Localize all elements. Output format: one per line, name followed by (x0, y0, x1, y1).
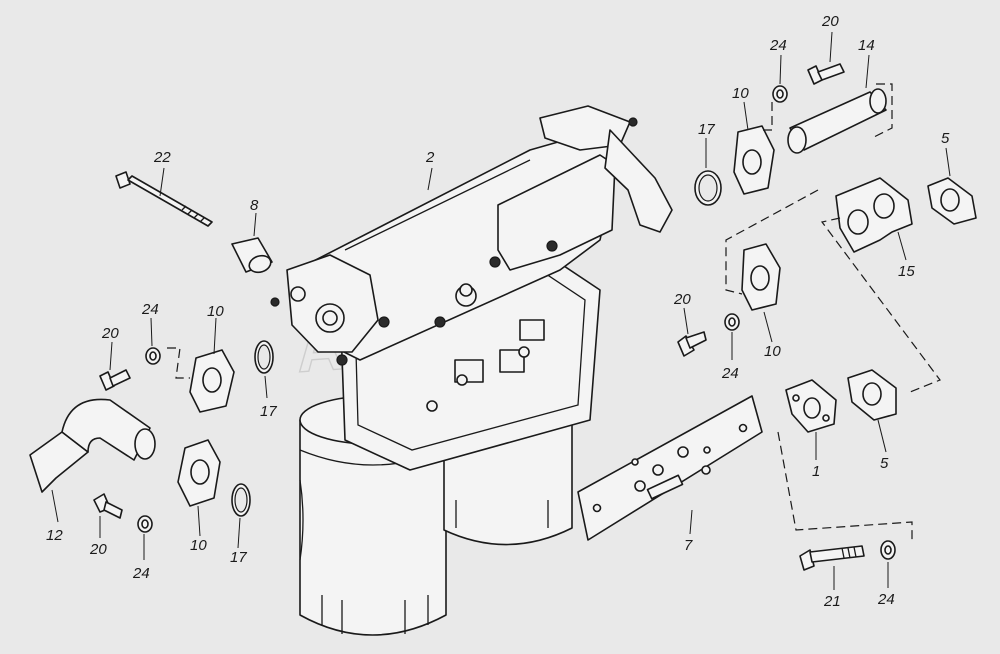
upper-right-fittings (677, 63, 977, 571)
callout-24-bottom: 24 (877, 591, 895, 608)
callout-24-top: 24 (769, 37, 787, 54)
callout-17-left-lower: 17 (230, 549, 247, 566)
callout-leaders (51, 31, 951, 590)
callout-5-lower: 5 (880, 455, 889, 472)
callout-10-left-upper: 10 (207, 303, 224, 320)
flange-gasket-7 (577, 395, 763, 541)
callout-24-mid: 24 (721, 365, 739, 382)
callout-20-left-upper: 20 (101, 325, 119, 342)
callout-8: 8 (250, 197, 259, 214)
callout-24-left-lower: 24 (132, 565, 150, 582)
callout-20-mid: 20 (673, 291, 691, 308)
callout-24-left-upper: 24 (141, 301, 159, 318)
callout-7: 7 (684, 537, 693, 554)
spacer-sleeve-8 (231, 237, 273, 274)
callout-2: 2 (425, 149, 435, 166)
callout-14: 14 (858, 37, 875, 54)
callout-17-top: 17 (698, 121, 715, 138)
filter-housing-assembly (270, 105, 673, 636)
callout-15: 15 (898, 263, 915, 280)
assembly-guide-lines (167, 83, 941, 540)
left-fittings (29, 340, 274, 533)
callout-10-mid: 10 (764, 343, 781, 360)
callout-17-left-upper: 17 (260, 403, 277, 420)
callout-20-top: 20 (821, 13, 839, 30)
callout-10-left-lower: 10 (190, 537, 207, 554)
callout-5-top: 5 (941, 130, 950, 147)
callout-12: 12 (46, 527, 63, 544)
long-bolt-22 (115, 171, 213, 227)
callout-1: 1 (812, 463, 820, 480)
callout-22: 22 (153, 149, 171, 166)
callout-21: 21 (823, 593, 841, 610)
callout-20-left-lower: 20 (89, 541, 107, 558)
callout-labels: 2 22 8 24 20 10 17 12 20 24 10 17 20 24 … (46, 13, 950, 610)
callout-10-top: 10 (732, 85, 749, 102)
